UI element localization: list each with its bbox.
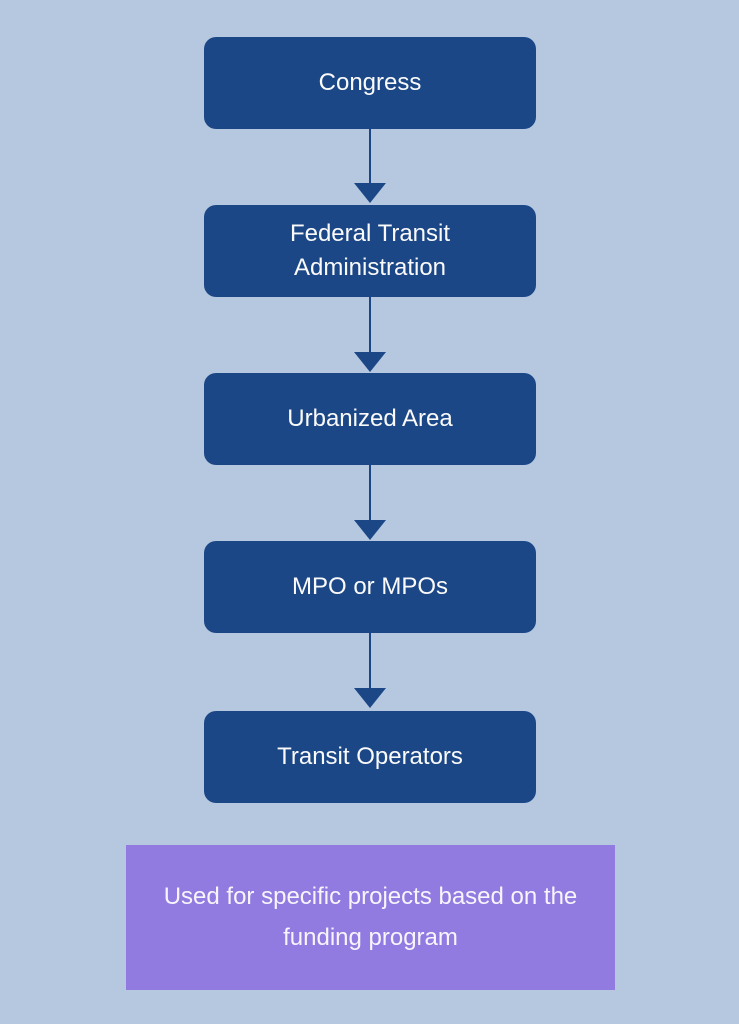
flow-node-mpo-or-mpos: MPO or MPOs [204, 541, 536, 633]
arrow-down-icon [354, 183, 386, 203]
flow-arrow [354, 633, 386, 708]
arrow-down-icon [354, 352, 386, 372]
flow-arrow [354, 297, 386, 372]
funding-note-box: Used for specific projects based on the … [126, 845, 615, 990]
flow-node-federal-transit-administration: Federal Transit Administration [204, 205, 536, 297]
flow-node-label: MPO or MPOs [291, 572, 448, 600]
funding-note-label: Used for specific projects based on the … [163, 882, 578, 951]
flow-arrow [354, 465, 386, 540]
flow-node-label: Congress [318, 68, 422, 96]
arrow-line [369, 465, 371, 520]
flow-arrow [354, 128, 386, 203]
arrow-line [369, 128, 371, 183]
flow-node-label: Urbanized Area [287, 404, 453, 432]
flow-node-urbanized-area: Urbanized Area [204, 373, 536, 465]
arrow-down-icon [354, 688, 386, 708]
arrow-line [369, 633, 371, 688]
flow-node-congress: Congress [204, 37, 536, 129]
arrow-line [369, 297, 371, 352]
flow-node-label: Federal Transit Administration [289, 219, 451, 281]
flow-node-label: Transit Operators [277, 742, 463, 770]
arrow-down-icon [354, 520, 386, 540]
flow-node-transit-operators: Transit Operators [204, 711, 536, 803]
